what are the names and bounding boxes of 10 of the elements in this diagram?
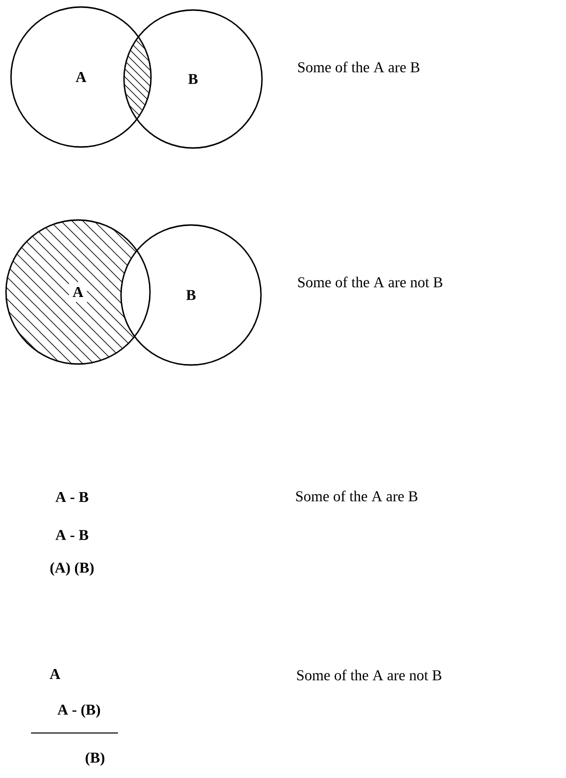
statement-text: Some of the A are B	[296, 490, 418, 502]
formula-text: (B)	[86, 752, 104, 766]
formula-text: (A) (B)	[50, 562, 94, 576]
statement-text: Some of the A are not B	[298, 276, 442, 288]
statement-text: Some of the A are not B	[297, 670, 442, 680]
formula-text: A	[50, 669, 60, 679]
formula-text: A - B	[55, 492, 88, 502]
statement-text: Some of the A are B	[298, 62, 420, 72]
formula-text: A - B	[55, 530, 88, 540]
formula-text: A - (B)	[57, 704, 100, 718]
